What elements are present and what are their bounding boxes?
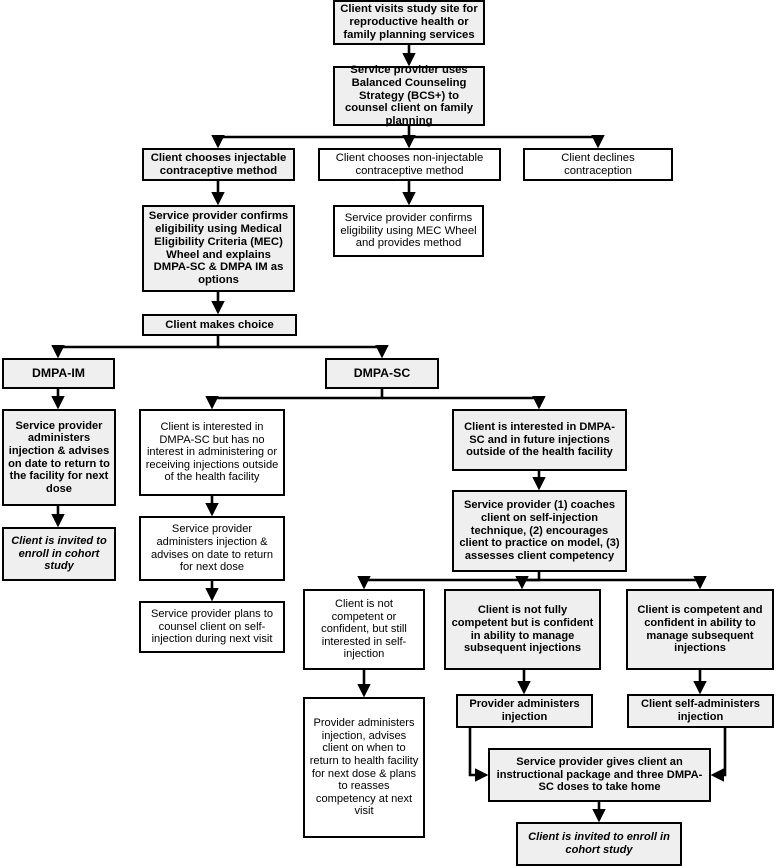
node-text: Client declines contraception: [561, 151, 635, 177]
node-text: Service provider confirms eligibility us…: [340, 211, 477, 250]
node-text: Service provider confirms eligibility us…: [148, 209, 289, 287]
node-provider-gives-instructional-package: Service provider gives client an instruc…: [488, 748, 711, 802]
node-text: Service provider plans to counsel client…: [150, 608, 274, 646]
node-text: Service provider uses Balanced Counselin…: [344, 63, 474, 128]
node-client-competent-and-confident: Client is competent and confident in abi…: [626, 589, 774, 670]
node-text: Service provider gives client an instruc…: [496, 756, 703, 794]
node-text: Client makes choice: [165, 318, 274, 331]
node-text: Client is invited to enroll in cohort st…: [11, 535, 107, 573]
node-provider-administers-advises-return: Service provider administers injection &…: [139, 516, 285, 581]
edge-n16-n20: [539, 575, 707, 590]
node-provider-coaches-self-injection: Service provider (1) coaches client on s…: [452, 490, 627, 572]
node-client-declines-contraception: Client declines contraception: [523, 148, 673, 181]
edge-n10-n12: [205, 389, 384, 410]
node-text: Service provider administers injection &…: [150, 523, 274, 574]
node-invited-enroll-cohort-sc: Client is invited to enroll in cohort st…: [516, 822, 682, 866]
node-client-visits-study-site: Client visits study site for reproductiv…: [333, 0, 485, 45]
node-client-not-competent-or-confident: Client is not competent or confident, bu…: [303, 589, 425, 670]
node-text: DMPA-SC: [353, 366, 411, 381]
edge-n2-n5: [409, 134, 605, 149]
node-client-chooses-non-injectable: Client chooses non-injectable contracept…: [318, 148, 501, 181]
node-text: Provider administers injection: [469, 698, 580, 723]
edge-n16-n19: [515, 575, 539, 590]
node-provider-administers-injection: Provider administers injection: [456, 694, 593, 728]
edge-n16-n18: [357, 572, 541, 590]
node-text: Client chooses injectable contraceptive …: [150, 151, 287, 177]
node-text: Client is not fully competent but is con…: [451, 604, 594, 655]
node-text: DMPA-IM: [31, 366, 86, 381]
node-client-makes-choice: Client makes choice: [142, 314, 297, 336]
node-text: Client chooses non-injectable contracept…: [335, 151, 484, 177]
node-service-provider-bcs: Service provider uses Balanced Counselin…: [333, 63, 485, 128]
node-client-chooses-injectable: Client chooses injectable contraceptive …: [142, 148, 295, 181]
node-text: Service provider (1) coaches client on s…: [459, 499, 620, 562]
node-text: Client is interested in DMPA-SC but has …: [145, 420, 279, 484]
node-text: Client is competent and confident in abi…: [637, 604, 763, 655]
node-client-not-fully-competent-confident: Client is not fully competent but is con…: [444, 589, 601, 670]
node-provider-confirms-mec-explains: Service provider confirms eligibility us…: [142, 205, 295, 292]
node-text: Client is invited to enroll in cohort st…: [528, 831, 670, 856]
node-client-no-interest-outside-facility: Client is interested in DMPA-SC but has …: [139, 409, 285, 496]
node-text: Client self-administers injection: [641, 698, 760, 723]
edge-n10-n13: [382, 395, 546, 410]
node-provider-plans-counsel-next-visit: Service provider plans to counsel client…: [139, 601, 285, 653]
node-text: Client is interested in DMPA-SC and in f…: [464, 421, 615, 459]
edge-n22-n24: [710, 728, 727, 782]
edge-n8-n9: [51, 336, 220, 359]
node-client-self-administers-injection: Client self-administers injection: [627, 694, 774, 728]
node-dmpa-sc: DMPA-SC: [325, 358, 439, 389]
node-provider-administers-im: Service provider administers injection &…: [2, 409, 116, 506]
node-text: Service provider administers injection &…: [8, 419, 110, 495]
node-text: Client visits study site for reproductiv…: [340, 3, 478, 41]
edge-n2-n3: [211, 126, 411, 149]
node-text: Client is not competent or confident, bu…: [321, 597, 407, 661]
node-client-interested-future-injections: Client is interested in DMPA-SC and in f…: [452, 409, 627, 471]
edge-n8-n10: [218, 344, 389, 359]
node-invited-enroll-cohort-im: Client is invited to enroll in cohort st…: [2, 527, 116, 581]
node-text: Provider administers injection, advises …: [309, 716, 419, 818]
node-dmpa-im: DMPA-IM: [2, 358, 115, 389]
node-provider-confirms-mec-provides: Service provider confirms eligibility us…: [333, 205, 484, 257]
node-provider-administers-reassess: Provider administers injection, advises …: [303, 697, 425, 838]
edge-n21-n24: [468, 728, 489, 782]
